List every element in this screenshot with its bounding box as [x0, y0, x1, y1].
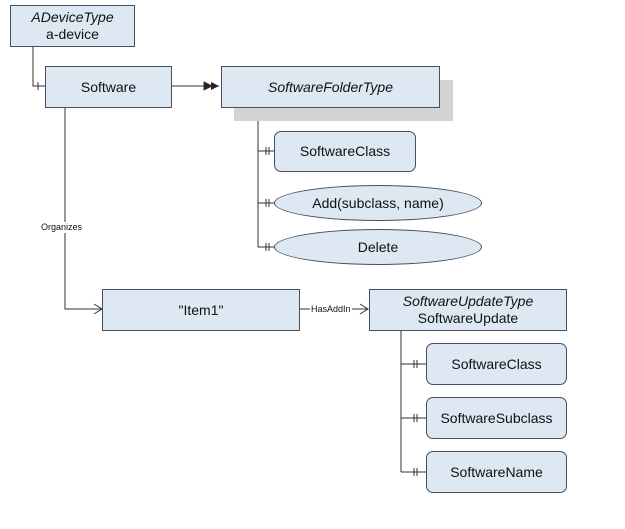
update-software-name-node[interactable]: SoftwareName [426, 451, 567, 493]
software-update-node[interactable]: SoftwareUpdateType SoftwareUpdate [369, 289, 567, 331]
folder-software-class-node[interactable]: SoftwareClass [274, 131, 416, 172]
delete-method-node[interactable]: Delete [274, 229, 482, 265]
organizes-reference-label: Organizes [40, 222, 84, 233]
adevice-object-node[interactable]: ADeviceType a-device [10, 5, 135, 47]
software-folder-type-node[interactable]: SoftwareFolderType [221, 66, 440, 108]
folder-software-class-label: SoftwareClass [299, 143, 391, 159]
adevice-type-name: ADeviceType [31, 9, 114, 25]
add-method-label: Add(subclass, name) [312, 194, 444, 211]
update-software-subclass-label: SoftwareSubclass [440, 409, 553, 426]
item1-object-node[interactable]: "Item1" [102, 289, 300, 331]
software-update-browse-name: SoftwareUpdate [417, 310, 519, 326]
add-method-node[interactable]: Add(subclass, name) [274, 185, 482, 221]
adevice-to-software-connector [32, 47, 45, 87]
software-folder-type-label: SoftwareFolderType [267, 78, 393, 95]
update-software-class-label: SoftwareClass [451, 355, 542, 372]
type-definition-arrowhead-back [203, 81, 214, 91]
item1-label: "Item1" [178, 301, 224, 318]
software-object-node[interactable]: Software [45, 66, 172, 108]
update-software-class-node[interactable]: SoftwareClass [426, 343, 567, 385]
has-add-in-reference-label: HasAddIn [310, 304, 352, 315]
update-software-subclass-node[interactable]: SoftwareSubclass [426, 397, 567, 439]
software-label: Software [80, 78, 137, 95]
update-software-name-label: SoftwareName [450, 463, 543, 480]
adevice-browse-name: a-device [46, 26, 99, 42]
has-add-in-open-arrow [359, 303, 369, 315]
organizes-connector [64, 108, 102, 310]
delete-method-label: Delete [357, 238, 399, 255]
software-update-type-name: SoftwareUpdateType [402, 293, 534, 309]
